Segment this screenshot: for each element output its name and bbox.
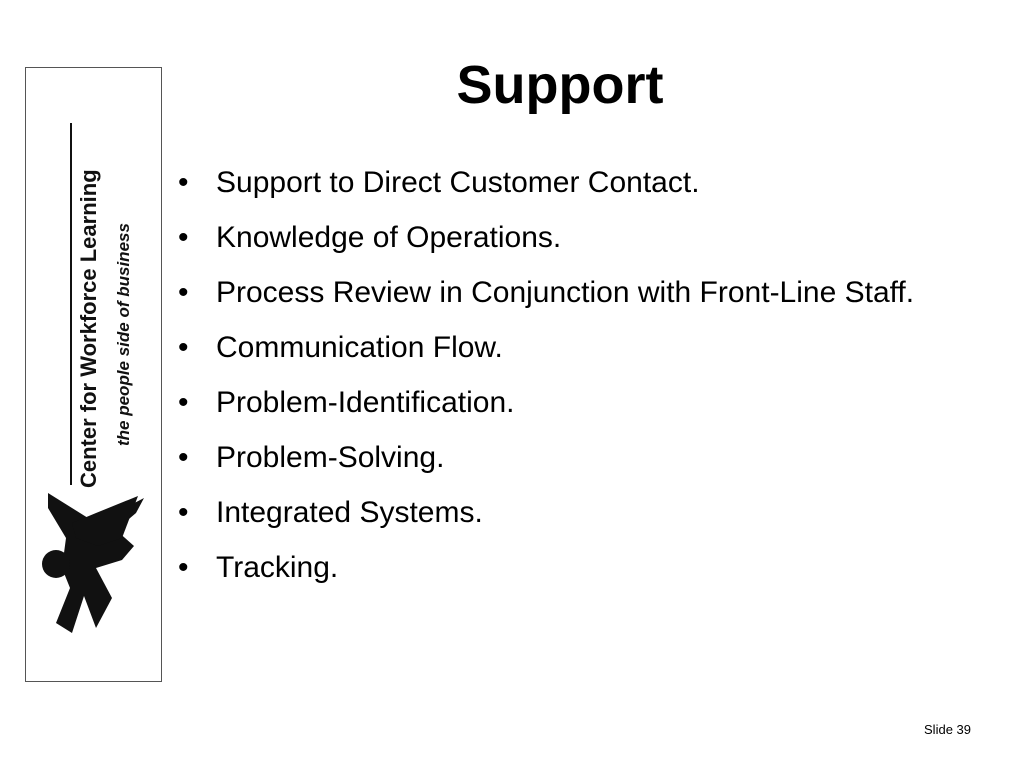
- bullet-item: • Communication Flow.: [172, 325, 972, 371]
- bullet-item: • Tracking.: [172, 545, 972, 591]
- bullet-text: Knowledge of Operations.: [216, 221, 562, 254]
- bullet-icon: •: [178, 496, 189, 529]
- bullet-text: Support to Direct Customer Contact.: [216, 166, 700, 199]
- bullet-list: • Support to Direct Customer Contact. • …: [172, 160, 972, 600]
- bullet-item: • Problem-Solving.: [172, 435, 972, 481]
- bullet-text: Problem-Identification.: [216, 386, 515, 419]
- logo-dot: [42, 550, 70, 578]
- bullet-item: • Knowledge of Operations.: [172, 215, 972, 261]
- logo-rule: [70, 123, 72, 485]
- bullet-icon: •: [178, 276, 189, 309]
- bullet-text: Integrated Systems.: [216, 496, 483, 529]
- logo-tagline-text: the people side of business: [114, 223, 133, 446]
- logo-w-top: [72, 496, 138, 546]
- logo-frame: Center for Workforce Learning the people…: [25, 67, 162, 682]
- bullet-text: Problem-Solving.: [216, 441, 445, 474]
- bullet-icon: •: [178, 331, 189, 364]
- bullet-icon: •: [178, 221, 189, 254]
- slide-number: Slide 39: [924, 722, 971, 737]
- slide-title: Support: [456, 55, 664, 115]
- logo-image: Center for Workforce Learning the people…: [42, 123, 144, 633]
- bullet-text: Communication Flow.: [216, 331, 503, 364]
- bullet-icon: •: [178, 386, 189, 419]
- logo-w-mark: [48, 493, 144, 633]
- bullet-text: Process Review in Conjunction with Front…: [216, 276, 915, 309]
- bullet-text: Tracking.: [216, 551, 339, 584]
- bullet-icon: •: [178, 441, 189, 474]
- logo-name-text: Center for Workforce Learning: [76, 169, 101, 488]
- bullet-item: • Problem-Identification.: [172, 380, 972, 426]
- bullet-item: • Process Review in Conjunction with Fro…: [172, 270, 972, 316]
- bullet-icon: •: [178, 551, 189, 584]
- bullet-icon: •: [178, 166, 189, 199]
- bullet-item: • Support to Direct Customer Contact.: [172, 160, 972, 206]
- bullet-item: • Integrated Systems.: [172, 490, 972, 536]
